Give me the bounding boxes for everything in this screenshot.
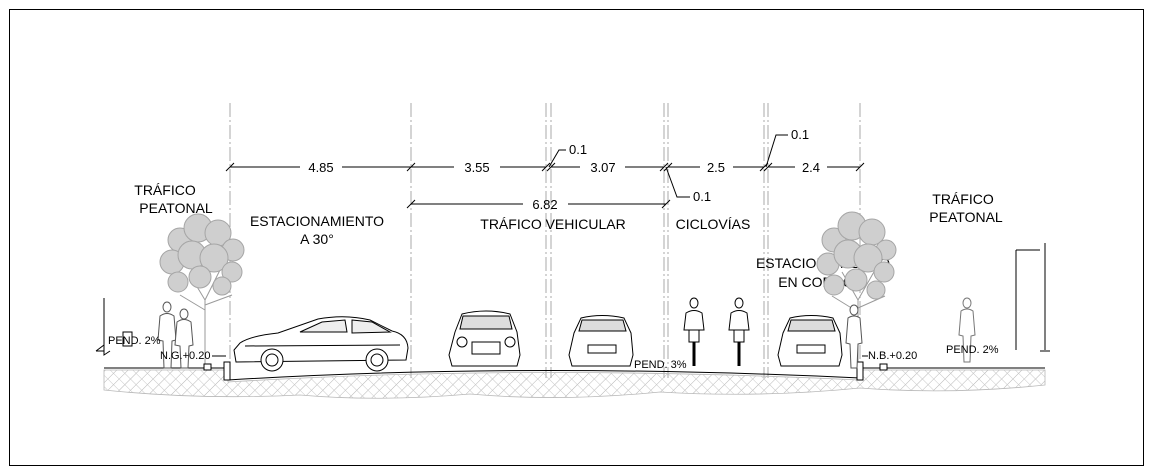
- dim-4-85: 4.85: [308, 160, 333, 175]
- cyclist-1: [683, 297, 705, 366]
- annotation-pend-left: PEND. 2%: [108, 335, 161, 347]
- pedestrian-right: [958, 297, 976, 363]
- label-trafico-peatonal-left-2: PEATONAL: [139, 200, 213, 216]
- label-ciclovias: CICLOVÍAS: [676, 216, 751, 232]
- label-estacionamiento-30-2: A 30°: [300, 231, 334, 247]
- dim-3-55: 3.55: [464, 160, 489, 175]
- dim-2-5: 2.5: [707, 160, 725, 175]
- tree-left: [159, 213, 245, 368]
- tree-right: [816, 211, 897, 368]
- label-estacionamiento-30-1: ESTACIONAMIENTO: [250, 213, 384, 229]
- dim-gap-0-1-c: 0.1: [693, 189, 711, 204]
- level-markers: [96, 350, 1050, 357]
- dim-2-4: 2.4: [802, 160, 820, 175]
- pedestrians-left: [157, 301, 194, 369]
- label-trafico-peatonal-left-1: TRÁFICO: [134, 182, 196, 198]
- annotation-ng-level: N.G.+0.20: [160, 350, 210, 362]
- dim-gap-0-1-a: 0.1: [569, 142, 587, 157]
- building-right: [1015, 243, 1046, 350]
- cyclist-2: [728, 297, 750, 366]
- car-front-1: [448, 310, 521, 367]
- curbs: [203, 361, 888, 381]
- road-surface: [104, 367, 1045, 381]
- dimension-row-2: [406, 199, 671, 209]
- label-trafico-vehicular: TRÁFICO VEHICULAR: [480, 216, 625, 232]
- car-front-3: [777, 315, 843, 367]
- dim-gap-0-1-b: 0.1: [791, 127, 809, 142]
- annotation-nb-level: N.B.+0.20: [868, 350, 917, 362]
- dimension-row-1: [225, 134, 865, 198]
- label-trafico-peatonal-right-1: TRÁFICO: [932, 191, 994, 207]
- car-side-view: [233, 316, 409, 372]
- drawing-frame: [9, 9, 1144, 466]
- label-trafico-peatonal-right-2: PEATONAL: [929, 209, 1003, 225]
- car-front-2: [568, 315, 634, 367]
- ground-hatch-cross: [103, 369, 1046, 399]
- annotation-pend-right: PEND. 2%: [946, 344, 999, 356]
- pedestrian-curb: [845, 304, 863, 369]
- wall-left: [95, 298, 133, 356]
- annotation-pend-center: PEND. 3%: [634, 359, 687, 371]
- dim-6-82: 6.82: [532, 197, 557, 212]
- dim-3-07: 3.07: [590, 160, 615, 175]
